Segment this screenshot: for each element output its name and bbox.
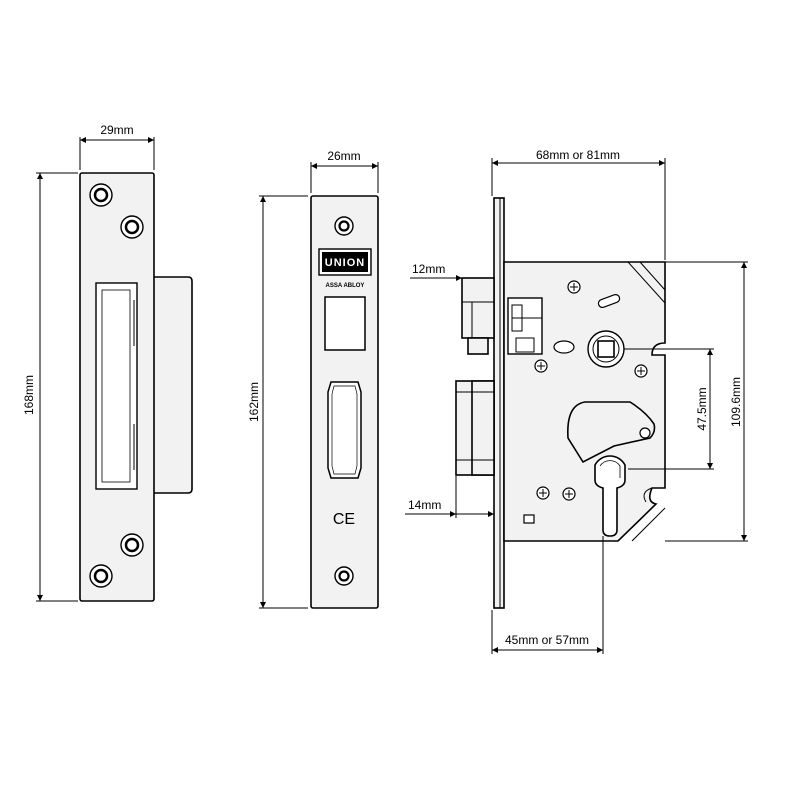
strike-height-label: 168mm xyxy=(22,375,36,415)
forend-plate: UNION ASSA ABLOY CE xyxy=(310,195,379,609)
screw-hole-icon xyxy=(89,564,113,588)
backset-dimension: 45mm or 57mm xyxy=(491,536,604,654)
spindle-hub-icon xyxy=(587,330,640,368)
brand-logo-text: UNION xyxy=(325,257,365,269)
brand-subtext: ASSA ABLOY xyxy=(326,283,365,289)
case-height-dimension: 109.6mm xyxy=(665,261,748,542)
screw-icon xyxy=(567,280,581,294)
deadbolt-projection-label: 14mm xyxy=(408,498,441,512)
backset-label: 45mm or 57mm xyxy=(505,633,589,647)
forend-height-label: 162mm xyxy=(247,382,261,422)
screw-hole-icon xyxy=(120,215,144,239)
ce-mark: CE xyxy=(333,511,355,528)
centres-label: 47.5mm xyxy=(695,387,709,430)
case-width-label: 68mm or 81mm xyxy=(536,148,620,162)
forend-height-dimension: 162mm xyxy=(247,195,308,609)
centres-dimension: 47.5mm xyxy=(628,348,714,470)
screw-hole-icon xyxy=(89,183,113,207)
euro-cylinder-icon xyxy=(594,455,626,537)
strike-plate xyxy=(79,172,193,602)
screw-icon xyxy=(536,486,550,500)
screw-icon xyxy=(634,364,648,378)
brand-logo: UNION ASSA ABLOY xyxy=(318,248,372,289)
strike-height-dimension: 168mm xyxy=(22,172,78,602)
screw-icon xyxy=(534,359,548,373)
screw-icon xyxy=(562,487,576,501)
latch-projection-dimension: 12mm xyxy=(410,262,462,281)
case-width-dimension: 68mm or 81mm xyxy=(491,148,666,260)
case-height-label: 109.6mm xyxy=(729,377,743,427)
screw-hole-icon xyxy=(334,566,354,586)
screw-hole-icon xyxy=(334,216,354,236)
forend-width-label: 26mm xyxy=(327,149,360,163)
strike-width-dimension: 29mm xyxy=(79,123,155,170)
screw-hole-icon xyxy=(120,533,144,557)
lock-body xyxy=(455,197,666,609)
strike-width-label: 29mm xyxy=(100,123,133,137)
deadbolt-projection-dimension: 14mm xyxy=(405,476,494,518)
latch-projection-label: 12mm xyxy=(412,262,445,276)
forend-width-dimension: 26mm xyxy=(310,149,379,193)
